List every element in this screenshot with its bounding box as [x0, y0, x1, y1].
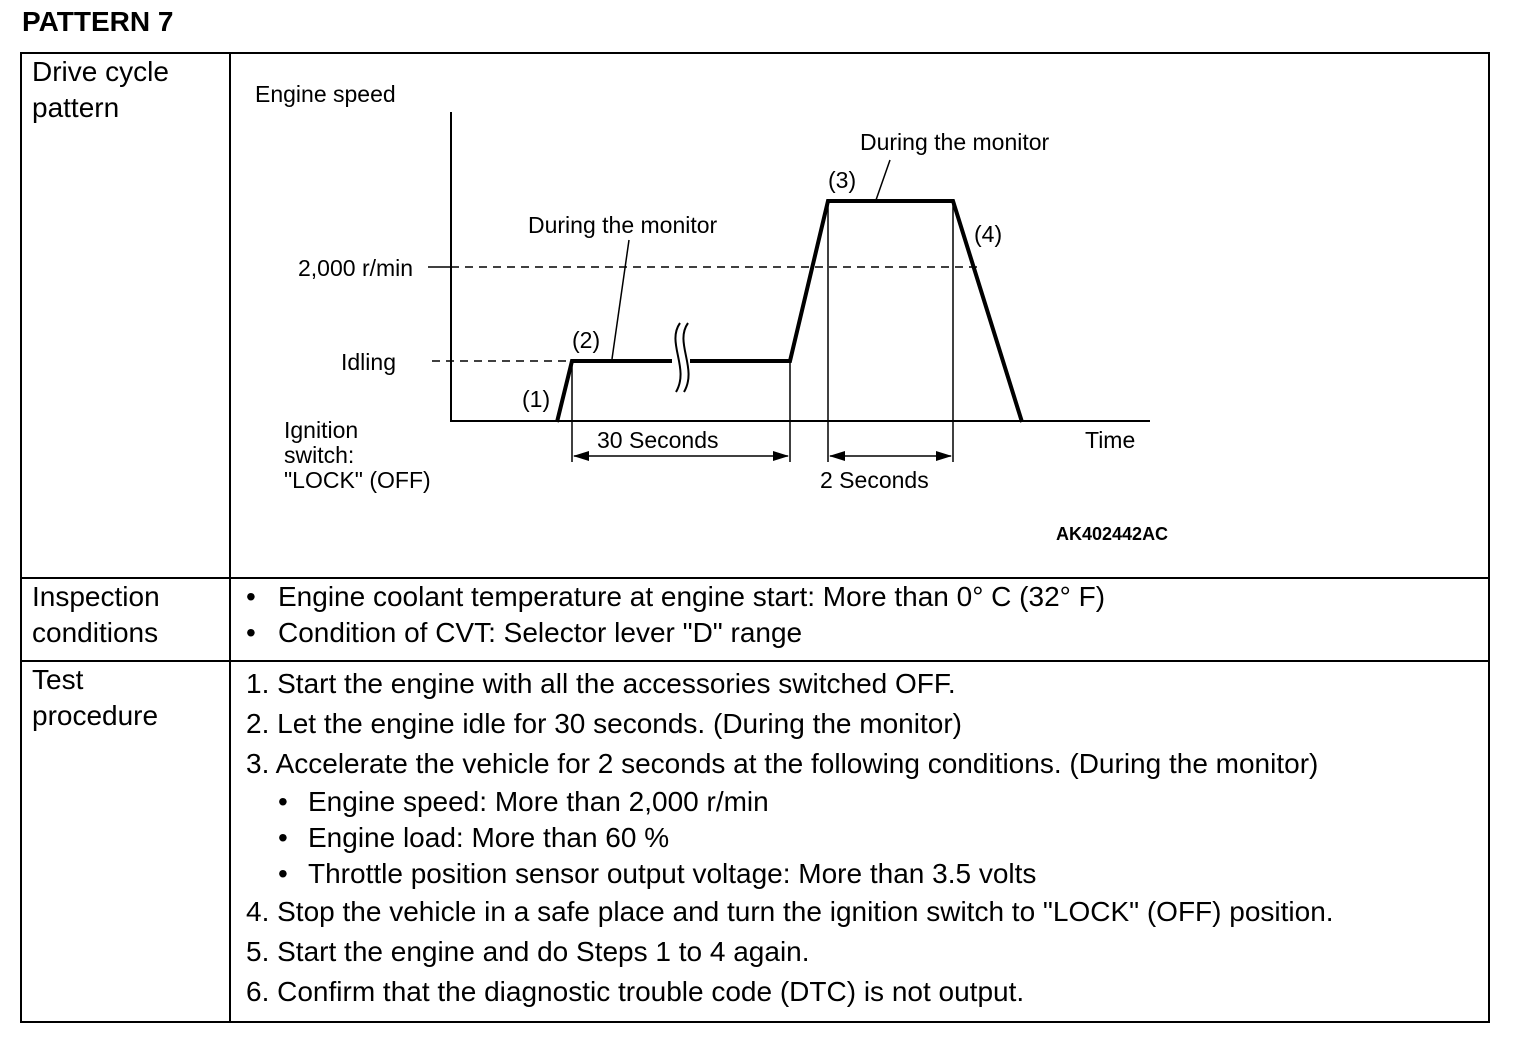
dim-30-arrowhead-left	[573, 451, 589, 461]
monitor-label-2: During the monitor	[860, 129, 1050, 155]
ignition-label-line: "LOCK" (OFF)	[284, 467, 431, 493]
inspection-label: Inspection conditions	[32, 579, 160, 651]
list-item: • Engine coolant temperature at engine st…	[246, 579, 1105, 615]
bullet-icon: •	[278, 858, 288, 889]
page-title: PATTERN 7	[22, 6, 174, 37]
label-line: Inspection	[32, 581, 160, 612]
condition-text: Throttle position sensor output voltage:…	[308, 858, 1037, 889]
pattern-table: Drive cycle pattern Engine speed Time 2,…	[20, 52, 1490, 1023]
x-axis-label: Time	[1085, 427, 1135, 453]
list-item: • Throttle position sensor output voltage…	[246, 856, 1334, 892]
speed-profile-1	[555, 359, 672, 423]
list-item: • Engine load: More than 60 %	[246, 820, 1334, 856]
label-line: conditions	[32, 617, 159, 648]
list-item: • Condition of CVT: Selector lever "D" ra…	[246, 615, 1105, 651]
dim-2-arrowhead-left	[829, 451, 845, 461]
speed-profile-2	[690, 199, 1024, 423]
y-axis-label: Engine speed	[255, 81, 396, 107]
point-4-label: (4)	[974, 221, 1002, 247]
bullet-icon: •	[278, 822, 288, 853]
label-line: procedure	[32, 700, 159, 731]
figure-id: AK402442AC	[1056, 524, 1168, 544]
list-item: • Engine speed: More than 2,000 r/min	[246, 784, 1334, 820]
point-3-label: (3)	[828, 167, 856, 193]
bullet-icon: •	[246, 617, 256, 648]
level-2000-label: 2,000 r/min	[298, 255, 413, 281]
point-2-label: (2)	[572, 327, 600, 353]
ignition-label-line: Ignition	[284, 417, 358, 443]
label-line: Test	[32, 664, 84, 695]
monitor-leader-1	[611, 239, 630, 360]
dim-2-label: 2 Seconds	[820, 467, 929, 493]
condition-text: Engine speed: More than 2,000 r/min	[308, 786, 769, 817]
drive-cycle-label: Drive cycle pattern	[32, 54, 169, 126]
ignition-label-line: switch:	[284, 442, 354, 468]
dim-30-label: 30 Seconds	[597, 427, 718, 453]
dim-2-arrowhead-right	[936, 451, 952, 461]
procedure-step: 3. Accelerate the vehicle for 2 seconds …	[246, 748, 1319, 779]
condition-text: Engine coolant temperature at engine sta…	[278, 581, 1106, 612]
monitor-leader-2	[875, 159, 891, 201]
label-line: Drive cycle	[32, 56, 169, 87]
label-line: pattern	[32, 92, 120, 123]
procedure-step: 5. Start the engine and do Steps 1 to 4 …	[246, 936, 810, 967]
test-procedure-list: 1. Start the engine with all the accesso…	[246, 664, 1334, 1012]
bullet-icon: •	[278, 786, 288, 817]
procedure-step: 1. Start the engine with all the accesso…	[246, 668, 956, 699]
row-divider	[22, 577, 1488, 579]
monitor-label-1: During the monitor	[528, 212, 718, 238]
condition-text: Condition of CVT: Selector lever "D" ran…	[278, 617, 803, 648]
row-divider	[22, 660, 1488, 662]
point-1-label: (1)	[522, 386, 550, 412]
drive-cycle-diagram: Engine speed Time 2,000 r/min Idling Ign…	[255, 81, 1168, 544]
time-break-mark	[674, 322, 690, 393]
procedure-step: 2. Let the engine idle for 30 seconds. (…	[246, 708, 962, 739]
dim-30-arrowhead-right	[773, 451, 789, 461]
procedure-step: 4. Stop the vehicle in a safe place and …	[246, 896, 1334, 927]
condition-text: Engine load: More than 60 %	[308, 822, 670, 853]
test-procedure-label: Test procedure	[32, 662, 158, 734]
level-idle-label: Idling	[341, 349, 396, 375]
bullet-icon: •	[246, 581, 256, 612]
procedure-step: 6. Confirm that the diagnostic trouble c…	[246, 976, 1025, 1007]
inspection-conditions-list: • Engine coolant temperature at engine st…	[246, 579, 1105, 651]
column-divider	[229, 54, 231, 1021]
